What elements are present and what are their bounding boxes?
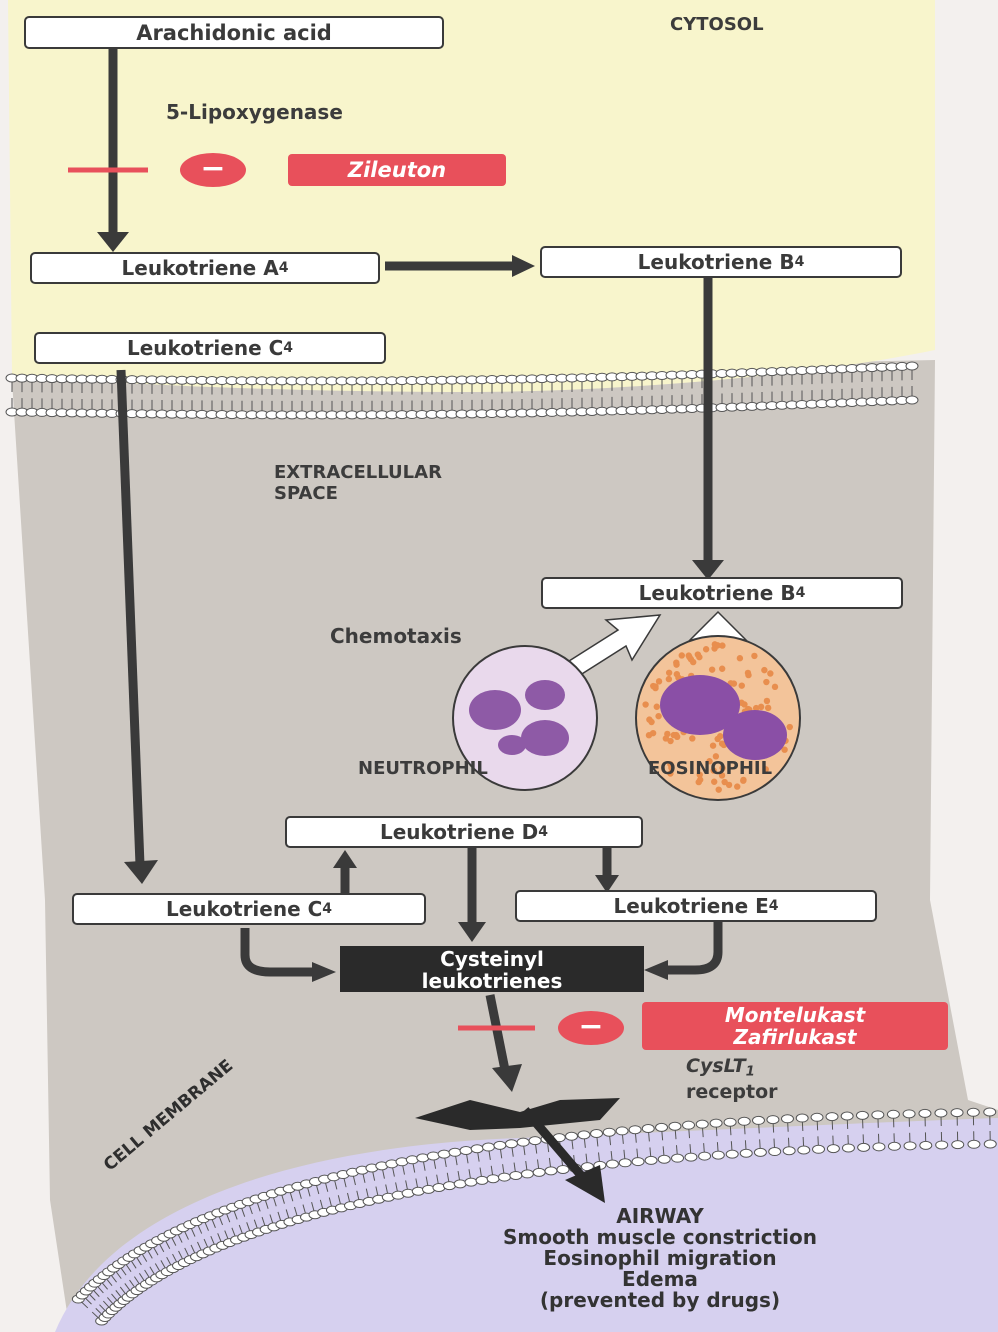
neutrophil-label: NEUTROPHIL <box>358 758 488 779</box>
subscript: 4 <box>796 585 806 601</box>
eosinophil-label: EOSINOPHIL <box>648 758 772 779</box>
airway-effects: AIRWAY Smooth muscle constriction Eosino… <box>370 1206 950 1311</box>
cysteinyl-leukotrienes-box: Cysteinyl leukotrienes <box>340 946 644 992</box>
montelukast-zafirlukast-drugs: Montelukast Zafirlukast <box>642 1002 948 1050</box>
leukotriene-a4-box: Leukotriene A4 <box>30 252 380 284</box>
montelukast-label: Montelukast <box>642 1004 948 1026</box>
arachidonic-acid-box: Arachidonic acid <box>24 16 444 49</box>
leukotriene-e4-box: Leukotriene E4 <box>515 890 877 922</box>
receptor-subscript: 1 <box>746 1064 755 1079</box>
extracellular-label: EXTRACELLULAR SPACE <box>274 462 442 504</box>
arachidonic-acid-label: Arachidonic acid <box>136 21 332 45</box>
subscript: 4 <box>769 898 779 914</box>
zileuton-minus-sign: − <box>196 153 230 185</box>
leukotriene-b4-mid-box: Leukotriene B4 <box>541 577 903 609</box>
leukotriene-d4-label: Leukotriene D <box>380 820 538 844</box>
leukotriene-c4-bottom-label: Leukotriene C <box>166 897 322 921</box>
airway-effect-3: Edema <box>370 1269 950 1290</box>
cysteinyl-line1: Cysteinyl <box>340 948 644 970</box>
subscript: 4 <box>538 824 548 840</box>
subscript: 4 <box>322 901 332 917</box>
subscript: 4 <box>283 340 293 356</box>
cysteinyl-line2: leukotrienes <box>340 970 644 992</box>
zafirlukast-label: Zafirlukast <box>642 1026 948 1048</box>
enzyme-label: 5-Lipoxygenase <box>166 100 343 124</box>
leukotriene-c4-top-box: Leukotriene C4 <box>34 332 386 364</box>
airway-effect-4: (prevented by drugs) <box>370 1290 950 1311</box>
subscript: 4 <box>279 260 289 276</box>
leukotriene-b4-top-box: Leukotriene B4 <box>540 246 902 278</box>
leukotriene-d4-box: Leukotriene D4 <box>285 816 643 848</box>
airway-effect-1: Smooth muscle constriction <box>370 1227 950 1248</box>
extracellular-label-line1: EXTRACELLULAR <box>274 462 442 483</box>
extracellular-label-line2: SPACE <box>274 483 442 504</box>
zileuton-drug: Zileuton <box>288 154 506 186</box>
airway-title: AIRWAY <box>370 1206 950 1227</box>
subscript: 4 <box>795 254 805 270</box>
leukotriene-e4-label: Leukotriene E <box>613 894 768 918</box>
chemotaxis-label: Chemotaxis <box>330 624 462 648</box>
cytosol-label: CYTOSOL <box>670 14 764 35</box>
leukotriene-b4-top-label: Leukotriene B <box>638 250 795 274</box>
leukotriene-b4-mid-label: Leukotriene B <box>639 581 796 605</box>
receptor-name: CysLT <box>686 1055 746 1077</box>
airway-effect-2: Eosinophil migration <box>370 1248 950 1269</box>
receptor-line2: receptor <box>686 1082 778 1103</box>
leukotriene-a4-label: Leukotriene A <box>122 256 279 280</box>
montelukast-minus-sign: − <box>574 1011 608 1043</box>
receptor-label: CysLT1 receptor <box>686 1056 778 1103</box>
leukotriene-c4-bottom-box: Leukotriene C4 <box>72 893 426 925</box>
leukotriene-c4-top-label: Leukotriene C <box>127 336 283 360</box>
